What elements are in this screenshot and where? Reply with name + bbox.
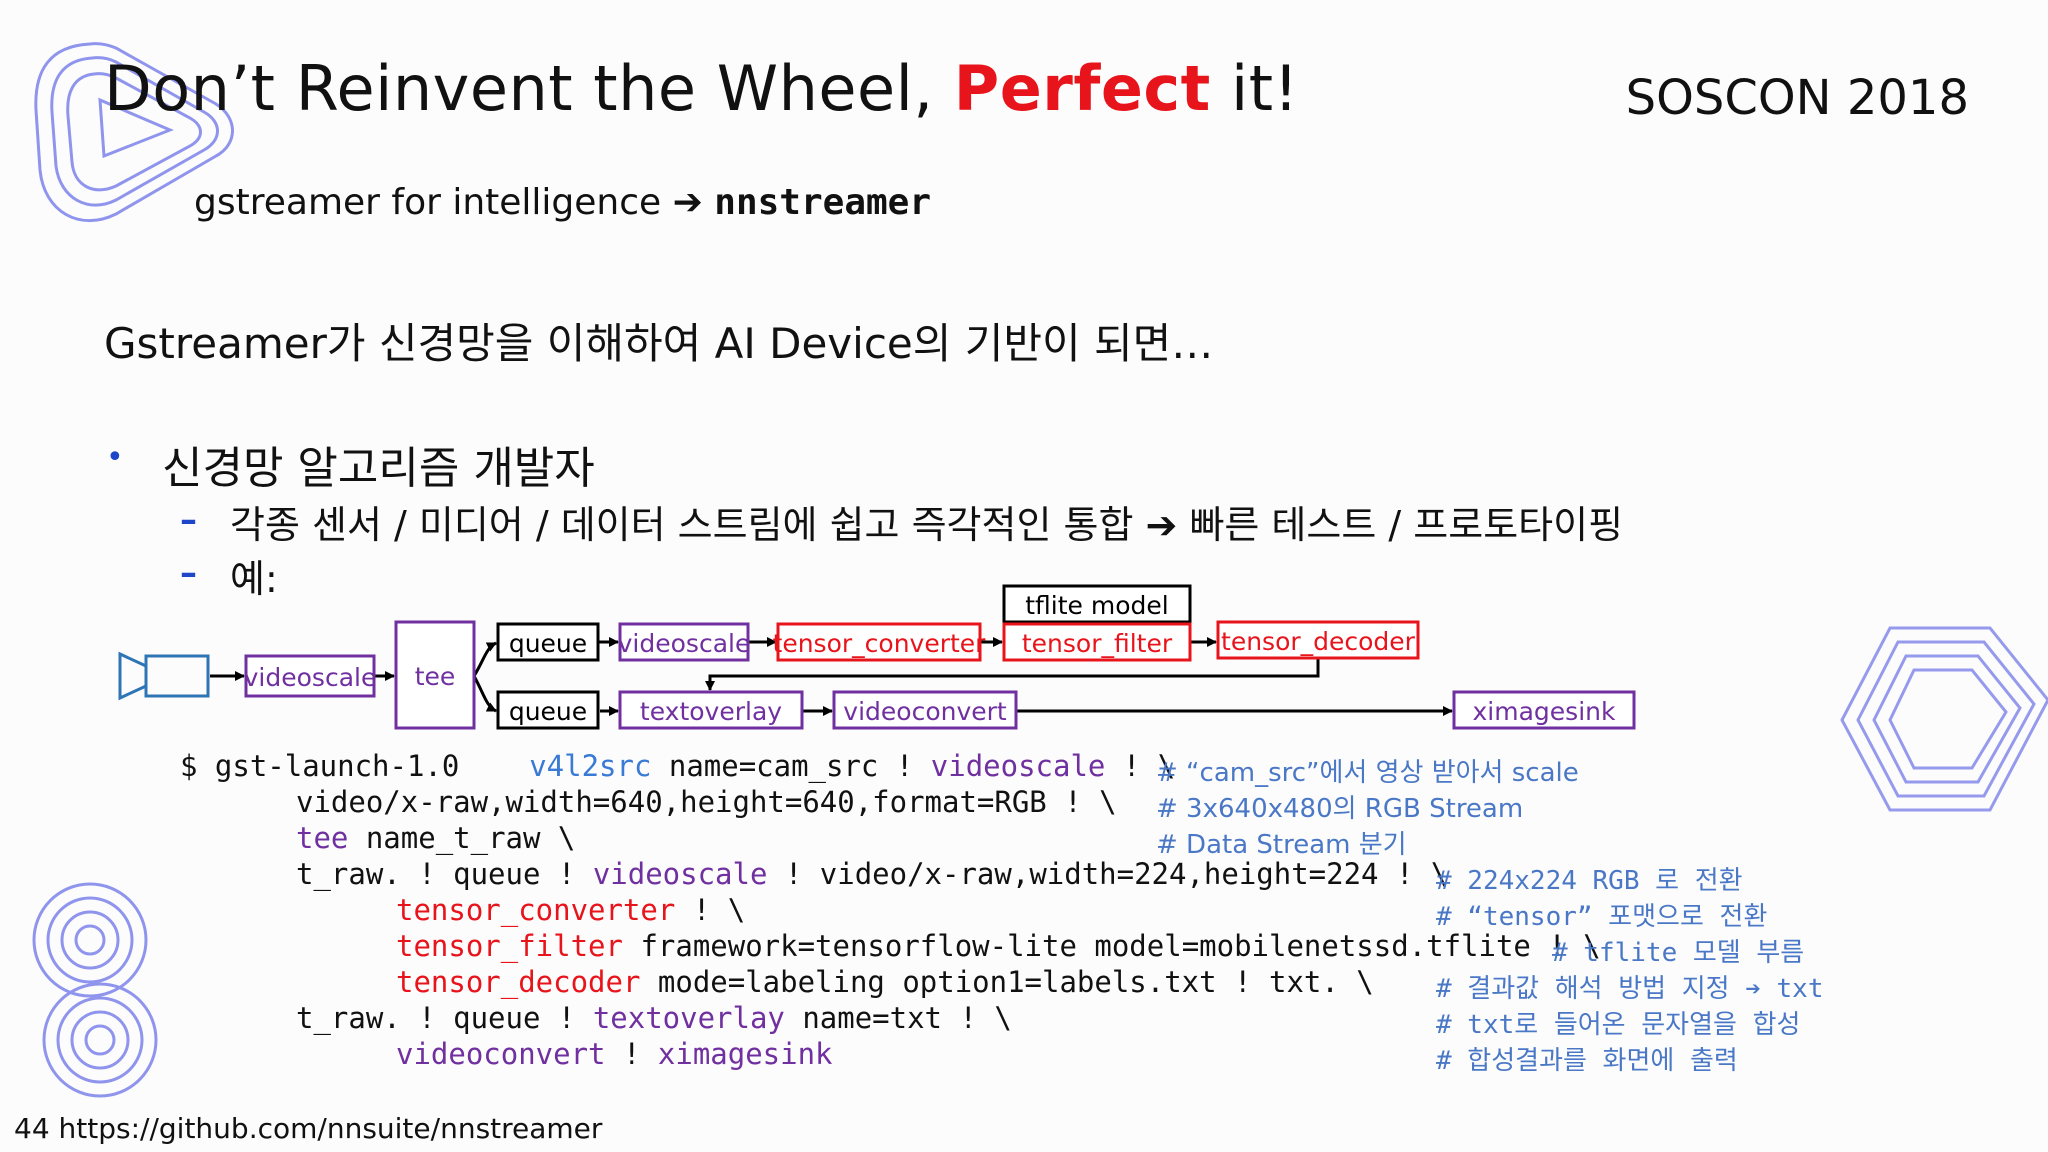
- node-videoscale2: videoscale: [618, 622, 751, 662]
- node-label: tensor_decoder: [1221, 627, 1416, 656]
- footer-link[interactable]: 44 https://github.com/nnsuite/nnstreamer: [14, 1112, 603, 1145]
- node-label: tensor_filter: [1022, 629, 1173, 658]
- event-name: SOSCON 2018: [1625, 70, 1969, 126]
- code-text: $ gst-launch-1.0: [180, 749, 530, 783]
- code-comment-5: # “tensor” 포맷으로 전환: [1436, 902, 1768, 932]
- node-label: videoscale: [618, 629, 751, 658]
- code-keyword: ximagesink: [657, 1037, 833, 1071]
- sub-bullet-2: 예:: [230, 557, 278, 601]
- node-label: videoconvert: [843, 697, 1007, 726]
- code-keyword: videoconvert: [396, 1037, 606, 1071]
- code-line-7: tensor_decoder mode=labeling option1=lab…: [396, 964, 1374, 1000]
- bullet-text: 신경망 알고리즘 개발자: [162, 443, 595, 494]
- code-text: t_raw. ! queue !: [296, 857, 593, 891]
- subtitle-text: gstreamer for intelligence: [194, 182, 662, 223]
- code-text: name=cam_src !: [651, 749, 931, 783]
- dash-icon: –: [180, 500, 197, 540]
- node-label: queue: [509, 629, 587, 658]
- code-comment-3: # Data Stream 분기: [1156, 830, 1407, 860]
- node-videoconvert: videoconvert: [832, 690, 1018, 730]
- code-line-2: video/x-raw,width=640,height=640,format=…: [296, 784, 1117, 820]
- code-text: t_raw. ! queue !: [296, 1001, 593, 1035]
- play-logo-icon: [34, 42, 234, 223]
- code-line-3: tee name_t_raw \: [296, 820, 575, 856]
- code-line-1: $ gst-launch-1.0 v4l2src name=cam_src ! …: [180, 748, 1175, 784]
- code-keyword: v4l2src: [529, 749, 652, 783]
- code-text: ! video/x-raw,width=224,height=224 ! \: [767, 857, 1449, 891]
- code-comment-1: # “cam_src”에서 영상 받아서 scale: [1156, 758, 1579, 788]
- code-keyword: tensor_filter: [396, 929, 623, 963]
- headline: Gstreamer가 신경망을 이해하여 AI Device의 기반이 되면…: [104, 319, 1214, 368]
- code-comment-6: # tflite 모델 부름: [1552, 938, 1805, 968]
- right-arrow-icon: ➔: [672, 182, 703, 223]
- code-text: name_t_raw \: [348, 821, 576, 855]
- node-queue2: queue: [496, 690, 600, 730]
- node-tensor-filter: tensor_filter: [1002, 622, 1192, 662]
- node-queue1: queue: [496, 622, 600, 662]
- code-line-5: tensor_converter ! \: [396, 892, 745, 928]
- title-part2: it!: [1210, 52, 1299, 125]
- code-keyword: videoscale: [592, 857, 768, 891]
- node-tflite-model: tflite model: [1002, 584, 1192, 624]
- bullet-icon: •: [106, 440, 124, 475]
- code-text: framework=tensorflow-lite model=mobilene…: [622, 929, 1601, 963]
- code-text: name=txt ! \: [784, 1001, 1012, 1035]
- node-label: textoverlay: [640, 697, 782, 726]
- node-ximagesink: ximagesink: [1452, 690, 1636, 730]
- node-label: ximagesink: [1473, 697, 1616, 726]
- node-tensor-converter: tensor_converter: [773, 622, 987, 662]
- code-keyword: tensor_decoder: [396, 965, 641, 999]
- code-line-9: videoconvert ! ximagesink: [396, 1036, 833, 1072]
- node-tensor-decoder: tensor_decoder: [1216, 620, 1420, 660]
- hexagon-logo-icon: [1840, 626, 2048, 812]
- code-text: mode=labeling option1=labels.txt ! txt. …: [640, 965, 1374, 999]
- code-comment-4: # 224x224 RGB 로 전환: [1436, 866, 1743, 896]
- camera-icon: [118, 651, 210, 701]
- s-logo-icon: [32, 882, 158, 1098]
- code-keyword: videoscale: [930, 749, 1106, 783]
- slide-title: Don’t Reinvent the Wheel, Perfect it!: [104, 52, 1299, 125]
- code-comment-2: # 3x640x480의 RGB Stream: [1156, 794, 1524, 824]
- code-text: ! \: [675, 893, 746, 927]
- dash-icon: –: [180, 553, 197, 593]
- node-tee: tee: [394, 620, 476, 730]
- node-label: videoscale: [244, 663, 377, 692]
- code-comment-7: # 결과값 해석 방법 지정 ➔ txt: [1436, 974, 1824, 1004]
- node-label: tee: [415, 662, 456, 691]
- code-comment-8: # txt로 들어온 문자열을 합성: [1436, 1010, 1801, 1040]
- sub-bullet-1: 각종 센서 / 미디어 / 데이터 스트림에 쉽고 즉각적인 통합 ➔ 빠른 테…: [230, 503, 1624, 547]
- subtitle-code: nnstreamer: [714, 182, 932, 223]
- code-line-6: tensor_filter framework=tensorflow-lite …: [396, 928, 1601, 964]
- code-text: video/x-raw,width=640,height=640,format=…: [296, 785, 1117, 819]
- code-line-4: t_raw. ! queue ! videoscale ! video/x-ra…: [296, 856, 1448, 892]
- pipeline-edges: [210, 637, 1453, 716]
- code-text: ! \: [1105, 749, 1176, 783]
- node-label: tflite model: [1025, 591, 1168, 620]
- code-keyword: tensor_converter: [396, 893, 676, 927]
- code-text: !: [605, 1037, 658, 1071]
- code-keyword: textoverlay: [592, 1001, 785, 1035]
- node-label: queue: [509, 697, 587, 726]
- node-label: tensor_converter: [773, 629, 987, 658]
- title-part1: Don’t Reinvent the Wheel,: [104, 52, 954, 125]
- code-line-8: t_raw. ! queue ! textoverlay name=txt ! …: [296, 1000, 1012, 1036]
- code-comment-9: # 합성결과를 화면에 출력: [1436, 1046, 1738, 1076]
- node-textoverlay: textoverlay: [618, 690, 804, 730]
- node-videoscale1: videoscale: [244, 654, 377, 698]
- title-accent: Perfect: [953, 52, 1211, 125]
- subtitle: gstreamer for intelligence ➔ nnstreamer: [194, 182, 931, 223]
- code-keyword: tee: [296, 821, 349, 855]
